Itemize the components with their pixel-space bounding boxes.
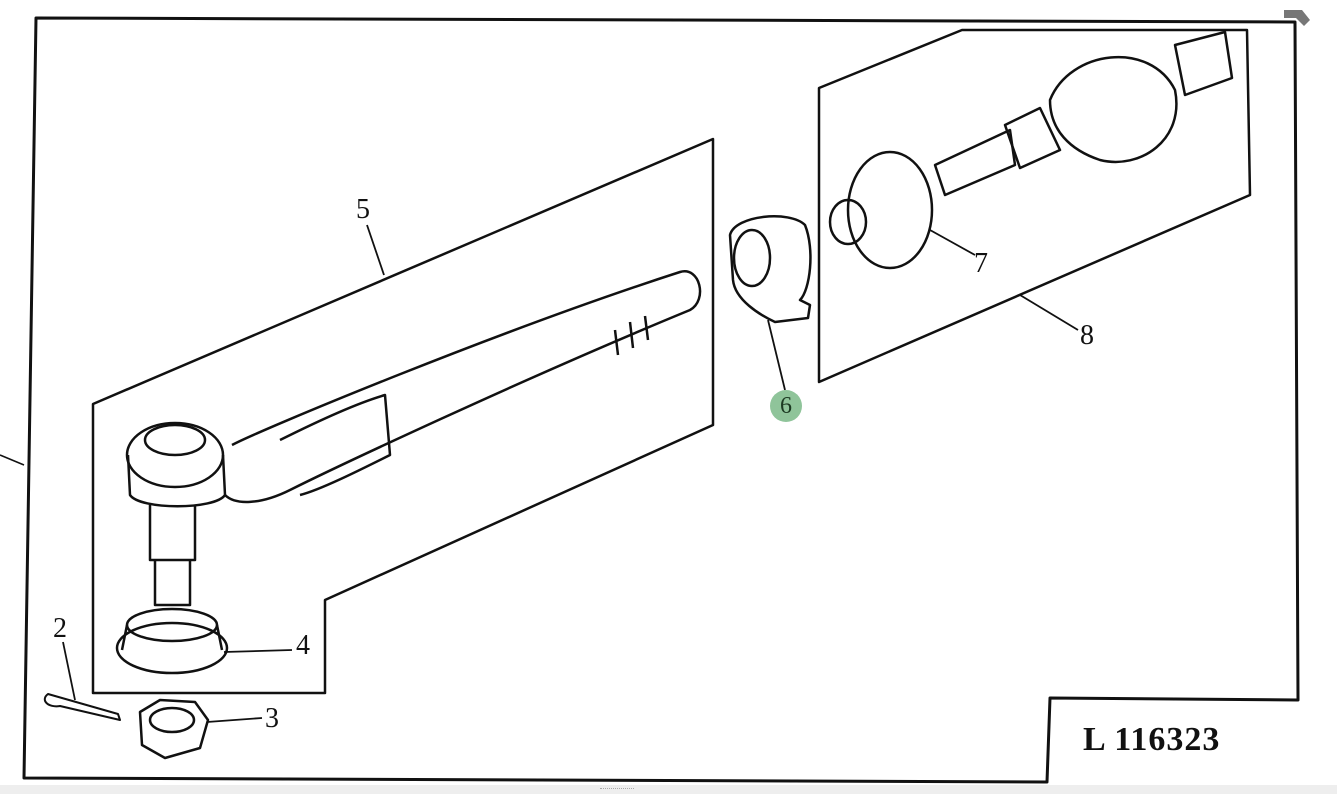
- callout-8[interactable]: 8: [1080, 320, 1094, 351]
- resize-handle[interactable]: [600, 788, 634, 791]
- castle-nut-part: [138, 698, 210, 760]
- inner-rod-frame: [817, 28, 1252, 384]
- outer-frame: [22, 16, 1300, 784]
- seal-part: [115, 607, 229, 675]
- callout-2[interactable]: 2: [53, 613, 67, 644]
- tie-rod-end-part: [125, 270, 702, 607]
- cotter-pin-part: [43, 693, 121, 721]
- callout-7[interactable]: 7: [974, 248, 988, 279]
- figure-number: L 116323: [1083, 721, 1221, 758]
- bottom-scroll-bar[interactable]: [0, 785, 1337, 794]
- inner-tie-rod-part: [933, 30, 1234, 197]
- callout-3[interactable]: 3: [265, 703, 279, 734]
- clamp-part: [728, 215, 812, 324]
- callout-6-highlighted[interactable]: 6: [770, 390, 802, 422]
- leader-lines: [62, 224, 1079, 723]
- boot-part: [828, 150, 934, 270]
- callout-4[interactable]: 4: [296, 630, 310, 661]
- page-corner-icon[interactable]: [1282, 6, 1312, 28]
- callout-5[interactable]: 5: [356, 194, 370, 225]
- tie-rod-end-frame: [91, 137, 715, 695]
